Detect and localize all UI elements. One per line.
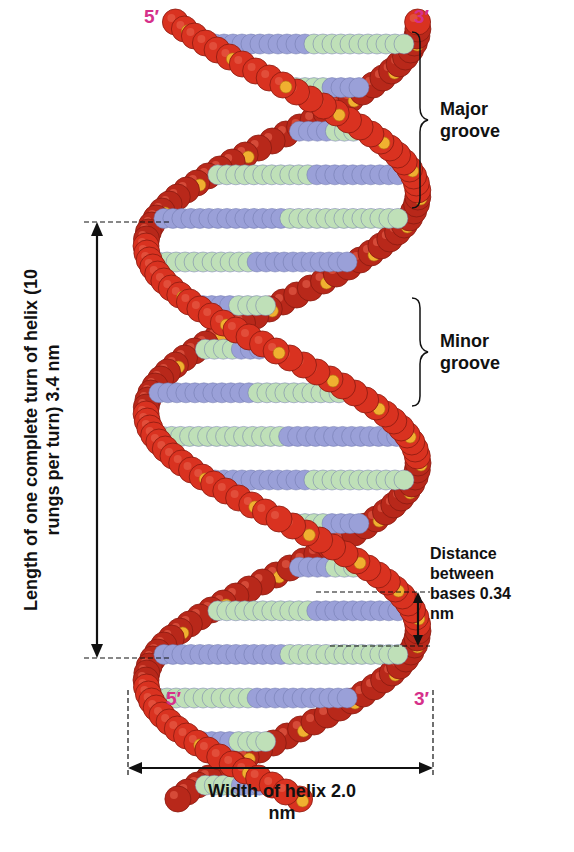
base-atom bbox=[349, 514, 369, 534]
atom-highlight bbox=[231, 490, 239, 498]
phosphorus-atom bbox=[273, 347, 285, 359]
base-atom bbox=[349, 78, 369, 98]
atom-highlight bbox=[241, 329, 249, 337]
atom-highlight bbox=[248, 63, 256, 71]
strand-end-label: 3′ bbox=[414, 688, 444, 710]
phosphorus-atom bbox=[280, 81, 292, 93]
atom-highlight bbox=[212, 749, 220, 757]
atom-highlight bbox=[282, 560, 290, 568]
atom-highlight bbox=[209, 42, 217, 50]
atom-highlight bbox=[174, 455, 182, 463]
atom-highlight bbox=[203, 308, 211, 316]
atom-highlight bbox=[186, 28, 194, 36]
atom-highlight bbox=[197, 35, 205, 43]
strand-end-label: 5′ bbox=[166, 688, 196, 710]
sugar-phosphate-backbone bbox=[133, 9, 431, 812]
base-atom bbox=[337, 252, 357, 272]
atom-highlight bbox=[218, 483, 226, 491]
atom-highlight bbox=[181, 294, 189, 302]
backbone-atom bbox=[270, 72, 296, 98]
atom-highlight bbox=[306, 714, 314, 722]
base-atom bbox=[337, 688, 357, 708]
atom-highlight bbox=[271, 511, 279, 519]
dimension-label: Length of one complete turn of helix (10… bbox=[20, 255, 64, 625]
strand-end-label: 3′ bbox=[414, 6, 444, 28]
backbone-atom bbox=[165, 786, 191, 812]
atom-highlight bbox=[302, 280, 310, 288]
atom-highlight bbox=[200, 742, 208, 750]
atom-highlight bbox=[261, 70, 269, 78]
atom-highlight bbox=[255, 336, 263, 344]
backbone-atom bbox=[266, 506, 292, 532]
atom-highlight bbox=[234, 56, 242, 64]
atom-highlight bbox=[289, 287, 297, 295]
atom-highlight bbox=[179, 728, 187, 736]
annotation-label: Major groove bbox=[440, 98, 520, 142]
atom-highlight bbox=[251, 770, 259, 778]
atom-highlight bbox=[206, 476, 214, 484]
atom-highlight bbox=[224, 756, 232, 764]
annotation-label: Distance between bases 0.34 nm bbox=[430, 544, 512, 624]
annotation-label: Minor groove bbox=[440, 330, 520, 374]
atom-highlight bbox=[257, 504, 265, 512]
backbone-atom bbox=[263, 338, 289, 364]
base-atom bbox=[388, 644, 408, 664]
base-atom bbox=[256, 732, 276, 752]
base-atom bbox=[394, 470, 414, 490]
atom-highlight bbox=[170, 791, 178, 799]
atom-highlight bbox=[228, 322, 236, 330]
base-atom bbox=[256, 296, 276, 316]
base-atom bbox=[388, 208, 408, 228]
annotation-label: Width of helix 2.0 nm bbox=[202, 780, 362, 824]
atom-highlight bbox=[184, 462, 192, 470]
base-pairs bbox=[148, 34, 414, 795]
base-atom bbox=[394, 34, 414, 54]
atom-highlight bbox=[192, 301, 200, 309]
atom-highlight bbox=[305, 112, 313, 120]
strand-end-label: 5′ bbox=[144, 6, 174, 28]
sugar-phosphate-backbone bbox=[133, 16, 431, 812]
